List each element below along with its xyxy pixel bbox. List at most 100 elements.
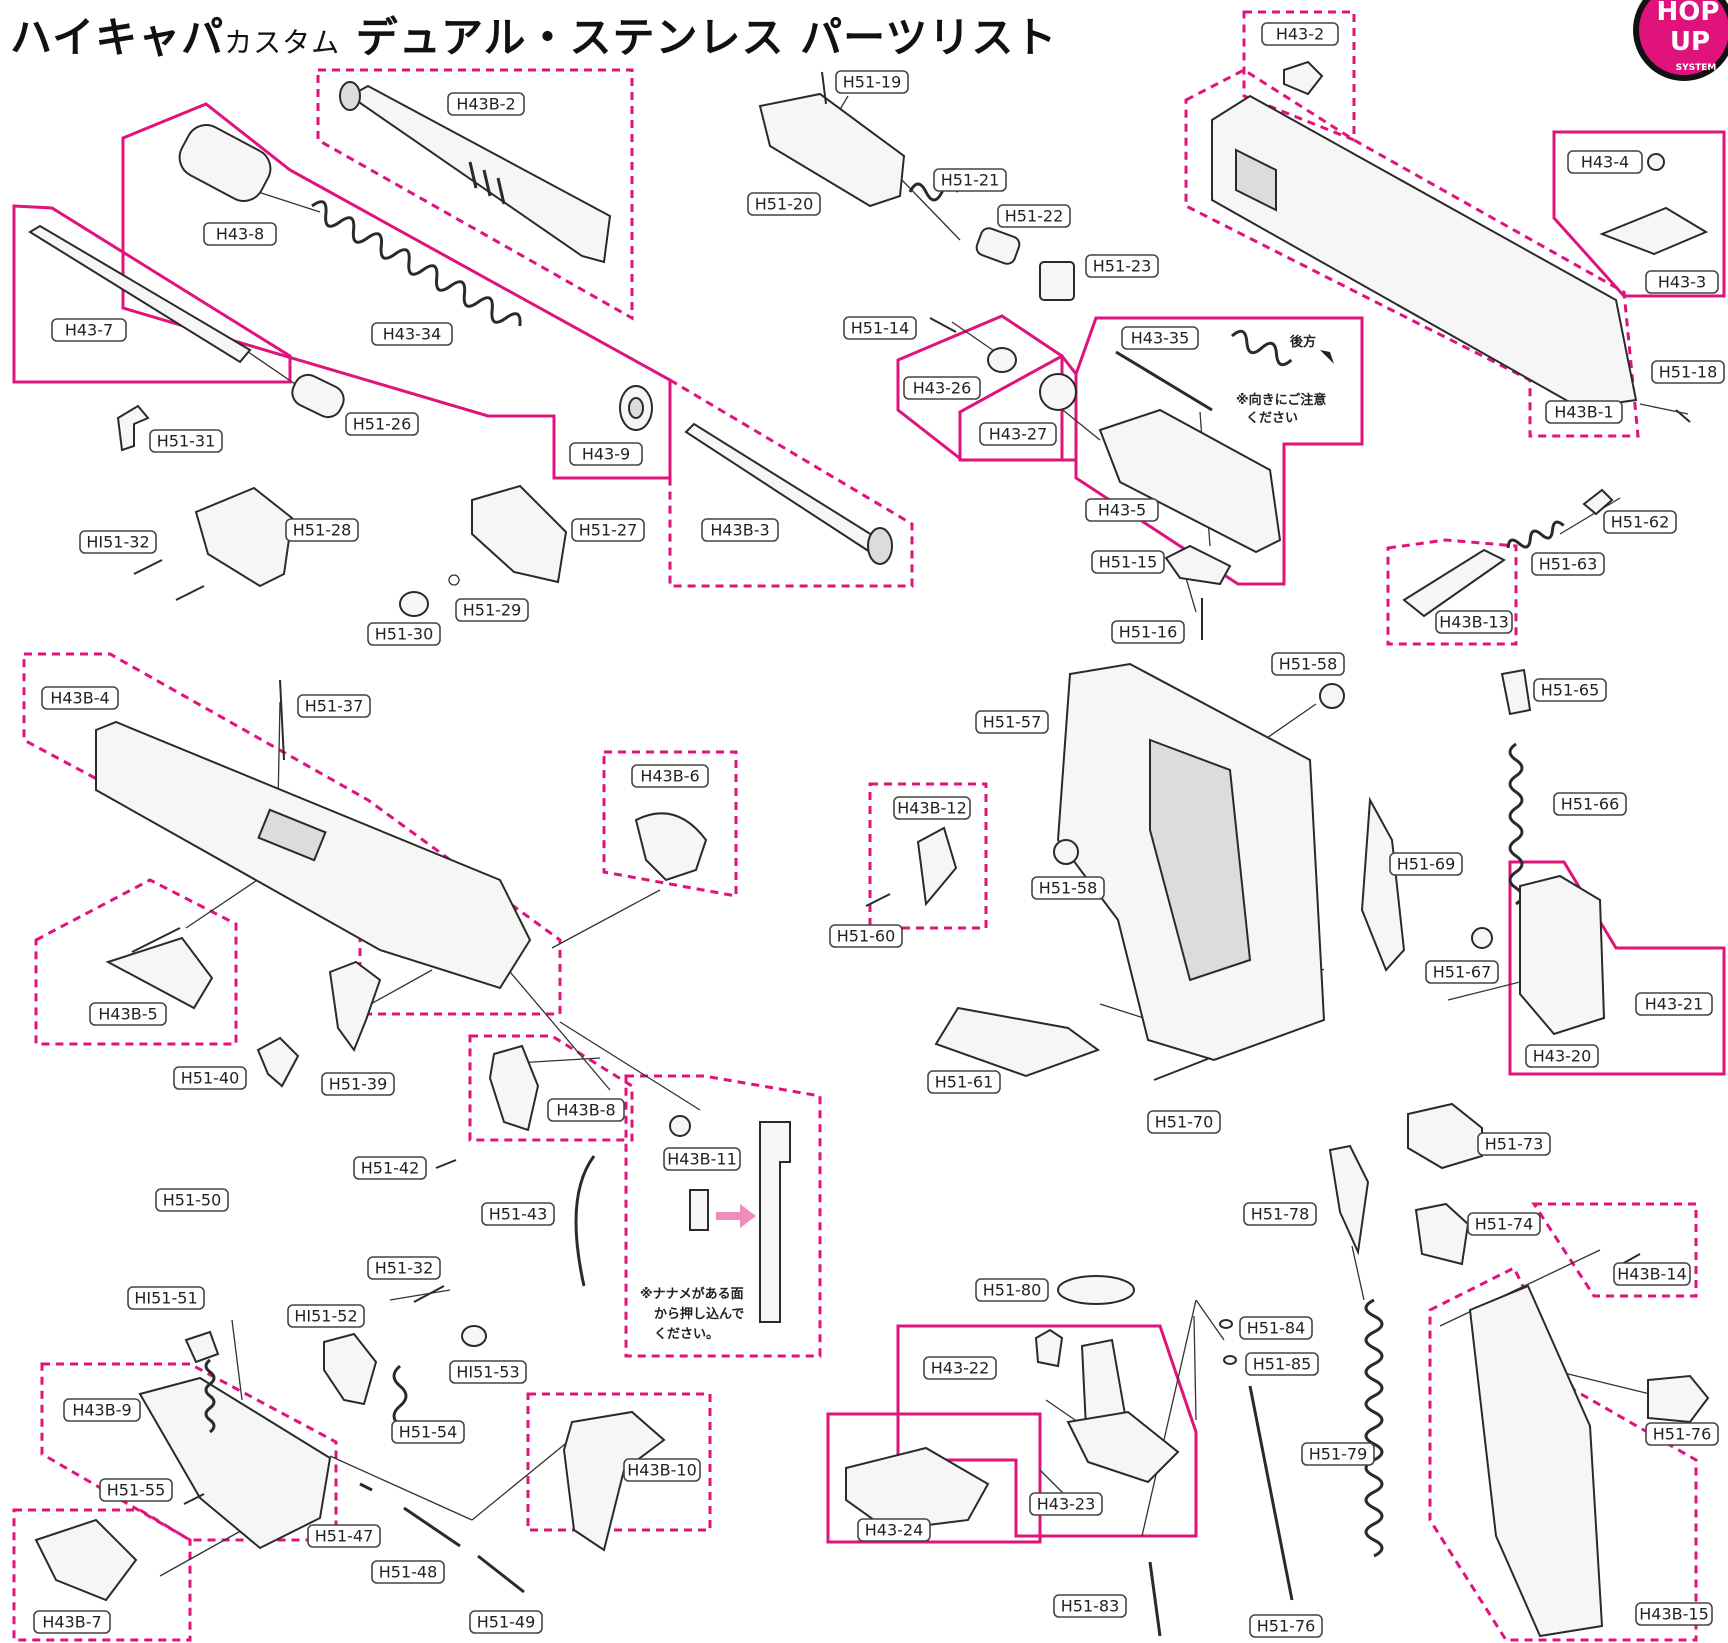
svg-text:H43-2: H43-2 — [1276, 25, 1324, 44]
svg-text:H51-29: H51-29 — [463, 601, 522, 620]
svg-text:H43B-10: H43B-10 — [627, 1461, 697, 1480]
part-label: H43B-12 — [893, 796, 971, 820]
part-label: HI51-32 — [79, 530, 157, 554]
svg-text:H51-65: H51-65 — [1541, 681, 1600, 700]
part-label: H51-58 — [1271, 652, 1345, 676]
part-label: H43B-1 — [1545, 400, 1623, 424]
svg-text:H51-30: H51-30 — [375, 625, 434, 644]
part-label: H43-26 — [903, 376, 981, 400]
part-label: HI51-53 — [449, 1360, 527, 1384]
svg-text:H51-47: H51-47 — [315, 1527, 374, 1546]
part-label: H43-20 — [1525, 1044, 1599, 1068]
svg-text:H51-83: H51-83 — [1061, 1597, 1120, 1616]
part-label: H51-55 — [99, 1478, 173, 1502]
part-label: H43-22 — [923, 1356, 997, 1380]
svg-text:H43B-6: H43B-6 — [640, 767, 699, 786]
svg-text:H51-23: H51-23 — [1093, 257, 1152, 276]
svg-text:H51-69: H51-69 — [1397, 855, 1456, 874]
note-line: から押し込んで — [654, 1306, 744, 1322]
svg-text:H51-57: H51-57 — [983, 713, 1042, 732]
svg-text:H51-15: H51-15 — [1099, 553, 1158, 572]
svg-text:H43-5: H43-5 — [1098, 501, 1146, 520]
part-label: H43B-7 — [33, 1610, 111, 1634]
svg-text:H51-18: H51-18 — [1659, 363, 1718, 382]
svg-text:H51-40: H51-40 — [181, 1069, 240, 1088]
part-label: H51-65 — [1533, 678, 1607, 702]
part-label: H51-85 — [1245, 1352, 1319, 1376]
svg-text:H43B-4: H43B-4 — [50, 689, 109, 708]
svg-text:H51-50: H51-50 — [163, 1191, 222, 1210]
part-label: H43-35 — [1121, 326, 1199, 350]
svg-text:H51-62: H51-62 — [1611, 513, 1670, 532]
insert-direction-note: ※ナナメがある面 から押し込んで ください。 — [640, 1286, 744, 1342]
svg-text:H51-28: H51-28 — [293, 521, 352, 540]
part-label: H51-63 — [1531, 552, 1605, 576]
part-label: H51-19 — [835, 70, 909, 94]
part-label: H51-32 — [367, 1256, 441, 1280]
part-label: H43B-5 — [89, 1002, 167, 1026]
svg-text:H43-21: H43-21 — [1645, 995, 1704, 1014]
part-label: H51-23 — [1085, 254, 1159, 278]
svg-text:H43B-5: H43B-5 — [98, 1005, 157, 1024]
part-label: H51-30 — [367, 622, 441, 646]
svg-text:HI51-51: HI51-51 — [134, 1289, 197, 1308]
part-label: H43-27 — [979, 422, 1057, 446]
part-label: H51-31 — [149, 429, 223, 453]
part-label: H51-18 — [1651, 360, 1725, 384]
svg-text:H43B-12: H43B-12 — [897, 799, 967, 818]
part-label: H51-66 — [1553, 792, 1627, 816]
part-label: H51-15 — [1091, 550, 1165, 574]
svg-text:H51-55: H51-55 — [107, 1481, 166, 1500]
svg-text:H51-78: H51-78 — [1251, 1205, 1310, 1224]
svg-text:H51-58: H51-58 — [1039, 879, 1098, 898]
svg-text:H43B-7: H43B-7 — [42, 1613, 101, 1632]
part-label: H51-42 — [353, 1156, 427, 1180]
svg-text:H51-31: H51-31 — [157, 432, 216, 451]
svg-text:H43-3: H43-3 — [1658, 273, 1706, 292]
part-label: H51-40 — [173, 1066, 247, 1090]
part-label: H51-76 — [1645, 1422, 1719, 1446]
svg-text:H51-60: H51-60 — [837, 927, 896, 946]
svg-text:H43B-8: H43B-8 — [556, 1101, 615, 1120]
title-prefix: ハイキャパ — [10, 13, 225, 62]
part-label: H51-61 — [927, 1070, 1001, 1094]
svg-text:H43-35: H43-35 — [1131, 329, 1190, 348]
part-label: H43-2 — [1261, 22, 1339, 46]
part-label: HI51-51 — [127, 1286, 205, 1310]
logo-text-system: SYSTEM — [1676, 63, 1717, 73]
svg-text:H51-49: H51-49 — [477, 1613, 536, 1632]
svg-text:H51-20: H51-20 — [755, 195, 814, 214]
part-label: H51-60 — [829, 924, 903, 948]
part-label: H51-27 — [571, 518, 645, 542]
svg-text:HI51-53: HI51-53 — [456, 1363, 519, 1382]
part-label: H43B-4 — [41, 686, 119, 710]
svg-text:H51-61: H51-61 — [935, 1073, 994, 1092]
svg-text:H51-26: H51-26 — [353, 415, 412, 434]
part-label: H43-21 — [1635, 992, 1713, 1016]
svg-text:H51-16: H51-16 — [1119, 623, 1178, 642]
svg-text:H51-43: H51-43 — [489, 1205, 548, 1224]
svg-text:H51-21: H51-21 — [941, 171, 1000, 190]
svg-text:H51-66: H51-66 — [1561, 795, 1620, 814]
part-label: H51-67 — [1425, 960, 1499, 984]
part-label: H51-50 — [155, 1188, 229, 1212]
svg-text:H43-24: H43-24 — [865, 1521, 924, 1540]
svg-text:H43B-1: H43B-1 — [1554, 403, 1613, 422]
part-label: H51-58 — [1031, 876, 1105, 900]
svg-text:H43-4: H43-4 — [1581, 153, 1629, 172]
part-label: H51-69 — [1389, 852, 1463, 876]
svg-text:H51-37: H51-37 — [305, 697, 364, 716]
part-label: H43B-8 — [547, 1098, 625, 1122]
svg-text:H43-8: H43-8 — [216, 225, 264, 244]
page-title: ハイキャパカスタム デュアル・ステンレス パーツリスト — [10, 4, 1057, 65]
svg-text:H43-9: H43-9 — [582, 445, 630, 464]
hop-up-logo: HOP UP SYSTEM — [1633, 0, 1728, 81]
part-label: H43B-3 — [701, 518, 779, 542]
svg-text:H43-26: H43-26 — [913, 379, 972, 398]
svg-text:H43-22: H43-22 — [931, 1359, 990, 1378]
recoil-direction-note: 後方 ※向きにご注意 ください — [1236, 334, 1334, 426]
note-line: ください — [1246, 411, 1298, 426]
part-label: H51-26 — [345, 412, 419, 436]
part-label: H43-24 — [857, 1518, 931, 1542]
